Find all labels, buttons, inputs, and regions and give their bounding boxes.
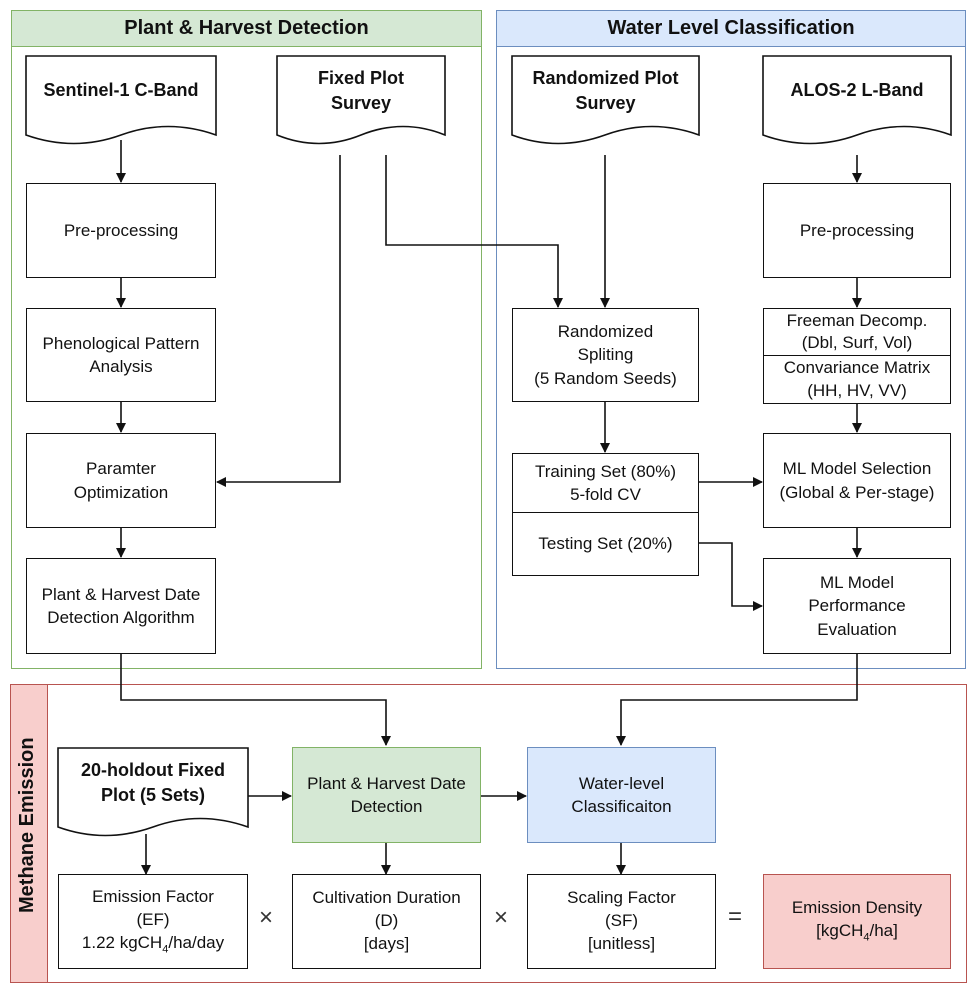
phenological-label-line2: Analysis xyxy=(89,357,153,376)
cd-label-line2: (D) xyxy=(374,911,399,931)
freeman-label-line2: (Dbl, Surf, Vol) xyxy=(801,333,913,352)
holdout-plot-doc: 20-holdout Fixed Plot (5 Sets) xyxy=(58,756,248,810)
testing-set-box: Testing Set (20%) xyxy=(512,512,699,576)
ef-value: 1.22 kgCH xyxy=(81,932,163,952)
equals-operator: = xyxy=(728,903,743,930)
freeman-decomposition-box: Freeman Decomp. (Dbl, Surf, Vol) xyxy=(763,308,951,356)
ed-subscript: 4 xyxy=(863,931,870,944)
training-label-line2: 5-fold CV xyxy=(570,485,641,504)
phenological-analysis-box: Phenological Pattern Analysis xyxy=(26,308,216,402)
ml-model-evaluation-box: ML Model Performance Evaluation xyxy=(763,558,951,654)
doc-shape-holdout xyxy=(57,747,249,837)
preprocessing-left-box: Pre-processing xyxy=(26,183,216,278)
plant-harvest-section xyxy=(11,10,482,669)
scaling-factor-box: Scaling Factor (SF) [unitless] xyxy=(527,874,716,969)
multiply-operator-1: × xyxy=(259,904,274,931)
ml-selection-line1: ML Model Selection xyxy=(782,459,932,479)
emission-density-box: Emission Density [kgCH4/ha] xyxy=(763,874,951,969)
doc-shape-alos xyxy=(762,55,952,145)
plant-harvest-detection-box: Plant & Harvest Date Detection xyxy=(292,747,481,843)
fixed-plot-survey-doc: Fixed Plot Survey xyxy=(277,64,445,118)
sentinel-1-doc: Sentinel-1 C-Band xyxy=(26,64,216,118)
ed-unit-b: /ha] xyxy=(869,921,898,941)
parameter-label-line1: Paramter xyxy=(86,459,156,479)
doc-shape-fixed-plot xyxy=(276,55,446,145)
water-level-section xyxy=(496,10,966,669)
preprocessing-left-label: Pre-processing xyxy=(63,220,179,240)
ml-eval-line1: ML Model xyxy=(819,572,894,592)
holdout-label-line1: 20-holdout Fixed xyxy=(81,759,225,780)
cultivation-duration-box: Cultivation Duration (D) [days] xyxy=(292,874,481,969)
ed-unit-a: [kgCH xyxy=(816,921,864,941)
detection-algorithm-box: Plant & Harvest Date Detection Algorithm xyxy=(26,558,216,654)
cd-label-line1: Cultivation Duration xyxy=(312,888,461,908)
wl-label-line1: Water-level xyxy=(578,773,665,793)
ef-unit: /ha/day xyxy=(168,932,225,952)
ml-model-selection-box: ML Model Selection (Global & Per-stage) xyxy=(763,433,951,528)
doc-shape-sentinel xyxy=(25,55,217,145)
parameter-optimization-box: Paramter Optimization xyxy=(26,433,216,528)
plant-harvest-header: Plant & Harvest Detection xyxy=(12,11,481,47)
ed-label-line1: Emission Density xyxy=(791,898,923,918)
alos-2-label: ALOS-2 L-Band xyxy=(790,80,924,101)
covariance-label-line2: (HH, HV, VV) xyxy=(807,380,907,400)
randomized-plot-label-line1: Randomized Plot xyxy=(532,67,679,88)
training-set-box: Training Set (80%) 5-fold CV xyxy=(512,453,699,513)
alos-2-doc: ALOS-2 L-Band xyxy=(763,64,951,118)
phd-label-line2: Detection xyxy=(350,797,423,816)
randomized-plot-label-line2: Survey xyxy=(575,93,636,113)
sentinel-1-label: Sentinel-1 C-Band xyxy=(43,80,199,101)
emission-factor-box: Emission Factor (EF) 1.22 kgCH4/ha/day xyxy=(58,874,248,969)
methane-header xyxy=(11,685,48,982)
multiply-operator-2: × xyxy=(494,904,509,931)
preprocessing-right-label: Pre-processing xyxy=(799,220,915,240)
fixed-plot-label-line2: Survey xyxy=(330,93,392,113)
randomized-splitting-box: Randomized Spliting (5 Random Seeds) xyxy=(512,308,699,402)
training-label-line1: Training Set (80%) xyxy=(534,461,677,481)
fixed-plot-label-line1: Fixed Plot xyxy=(317,67,404,88)
doc-shape-randomized-plot xyxy=(511,55,700,145)
ef-label-line1: Emission Factor xyxy=(92,886,214,906)
ml-eval-line3: Evaluation xyxy=(817,619,897,639)
ed-label-line2: [kgCH4/ha] xyxy=(816,920,898,945)
methane-section xyxy=(10,684,967,983)
detection-alg-label-line1: Plant & Harvest Date xyxy=(41,584,201,604)
detection-alg-label-line2: Detection Algorithm xyxy=(47,608,195,627)
rand-split-line1: Randomized xyxy=(557,321,654,341)
rand-split-line3: (5 Random Seeds) xyxy=(534,368,677,388)
water-level-header: Water Level Classification xyxy=(497,11,965,47)
holdout-label-line2: Plot (5 Sets) xyxy=(100,785,206,805)
water-level-classification-box: Water-level Classificaiton xyxy=(527,747,716,843)
cd-label-line3: [days] xyxy=(363,933,410,953)
sf-label-line3: [unitless] xyxy=(587,933,656,953)
ml-selection-line2: (Global & Per-stage) xyxy=(779,482,935,502)
randomized-plot-survey-doc: Randomized Plot Survey xyxy=(512,64,699,118)
covariance-matrix-box: Convariance Matrix (HH, HV, VV) xyxy=(763,355,951,404)
ef-label-line3: 1.22 kgCH4/ha/day xyxy=(82,932,224,957)
wl-label-line2: Classificaiton xyxy=(571,797,672,816)
preprocessing-right-box: Pre-processing xyxy=(763,183,951,278)
freeman-label-line1: Freeman Decomp. xyxy=(786,310,928,330)
ml-eval-line2: Performance xyxy=(808,596,906,616)
ef-subscript: 4 xyxy=(162,943,169,956)
parameter-label-line2: Optimization xyxy=(73,482,169,502)
covariance-label-line1: Convariance Matrix xyxy=(783,358,931,378)
phenological-label-line1: Phenological Pattern xyxy=(42,333,200,353)
rand-split-line2: Spliting xyxy=(577,345,634,365)
testing-label: Testing Set (20%) xyxy=(538,534,673,554)
sf-label-line2: (SF) xyxy=(604,911,639,931)
ef-label-line2: (EF) xyxy=(136,909,170,929)
sf-label-line1: Scaling Factor xyxy=(567,888,676,908)
phd-label-line1: Plant & Harvest Date xyxy=(307,773,466,793)
